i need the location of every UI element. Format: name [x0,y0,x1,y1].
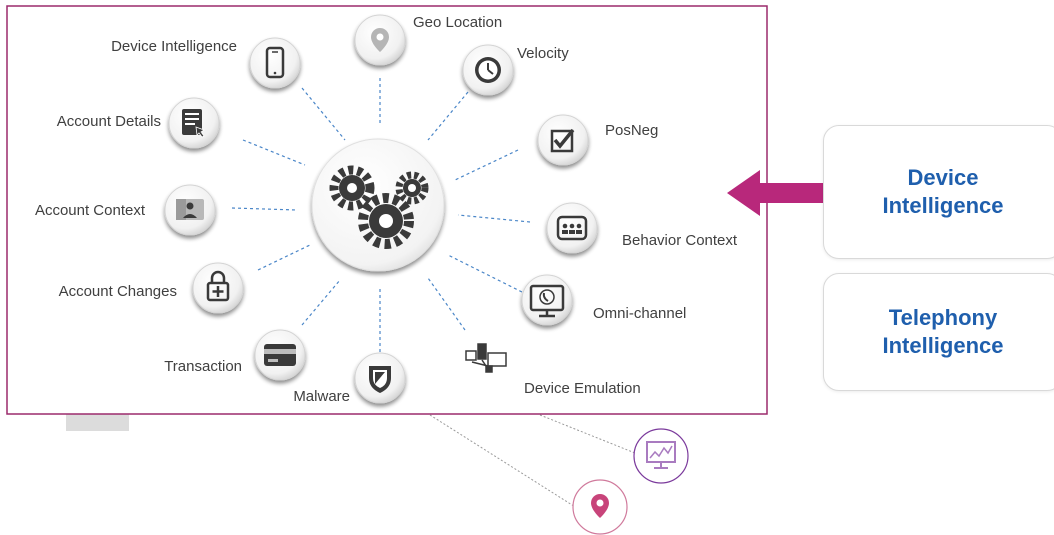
location-pin-icon [371,28,389,52]
gears-hub [311,138,445,272]
node-account-changes: Account Changes [59,262,244,314]
monitor-phone-icon [529,284,565,318]
label-device-emulation: Device Emulation [524,380,641,397]
label-behavior-context: Behavior Context [622,232,738,249]
label-account-context: Account Context [35,202,146,219]
device-intelligence-card-label: Device Intelligence [882,165,1004,218]
device-intelligence-card: Device Intelligence [823,125,1054,259]
node-posneg: PosNeg [537,114,658,166]
shield-icon [369,366,391,393]
label-velocity: Velocity [517,45,569,62]
clock-icon [475,57,501,83]
label-omni-channel: Omni-channel [593,305,686,322]
gears-icon [329,165,429,249]
smartphone-icon [265,46,285,79]
node-device-intelligence: Device Intelligence [111,37,301,89]
label-posneg: PosNeg [605,122,658,139]
arrow-left-icon [727,170,823,216]
label-geo-location: Geo Location [413,14,502,31]
location-pin-accent-icon [572,479,628,535]
background-decor [66,405,641,511]
node-device-emulation: Device Emulation [465,343,641,397]
label-device-intelligence: Device Intelligence [111,38,237,55]
label-account-changes: Account Changes [59,283,177,300]
devices-icon [465,343,507,373]
checkbox-icon [550,128,575,153]
label-transaction: Transaction [164,358,242,375]
monitor-chart-icon [633,428,689,484]
node-omni-channel: Omni-channel [521,274,686,326]
node-account-context: Account Context [35,184,216,236]
label-malware: Malware [293,388,350,405]
node-transaction: Transaction [164,329,306,381]
connector-lines [231,78,531,352]
telephony-intelligence-card: Telephony Intelligence [823,273,1054,391]
node-velocity: Velocity [462,44,569,96]
document-icon [182,109,205,138]
node-malware: Malware [293,352,406,405]
id-card-icon [176,199,204,220]
group-presentation-icon [556,215,588,241]
telephony-intelligence-card-label: Telephony Intelligence [882,305,1004,358]
lock-plus-icon [206,270,230,302]
node-geo-location: Geo Location [354,14,502,66]
node-behavior-context: Behavior Context [546,202,738,254]
credit-card-icon [264,344,296,366]
node-account-details: Account Details [57,97,220,149]
label-account-details: Account Details [57,113,161,130]
